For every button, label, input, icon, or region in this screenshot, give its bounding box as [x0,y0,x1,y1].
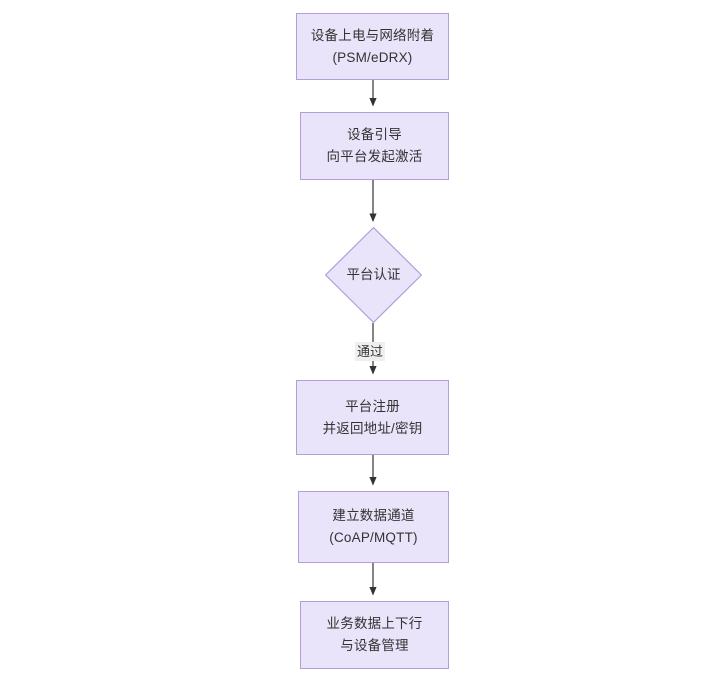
flow-node-platform-registration[interactable]: 平台注册 并返回地址/密钥 [296,380,449,455]
node-text-line: (CoAP/MQTT) [329,530,418,545]
node-text-line: 设备引导 [347,127,402,142]
node-text-line: 向平台发起激活 [326,149,423,164]
flow-node-device-bootstrap-activation[interactable]: 设备引导 向平台发起激活 [300,112,449,180]
node-text-line: 与设备管理 [340,638,409,653]
node-text-line: 建立数据通道 [332,508,415,523]
flow-node-business-data-and-device-management[interactable]: 业务数据上下行 与设备管理 [300,601,449,669]
diamond-shape [325,227,422,323]
flow-node-establish-data-channel[interactable]: 建立数据通道 (CoAP/MQTT) [298,491,449,563]
flow-node-power-on-network-attach[interactable]: 设备上电与网络附着 (PSM/eDRX) [296,13,449,80]
node-text-line: (PSM/eDRX) [332,49,413,65]
flow-node-platform-authentication[interactable]: 平台认证 [325,227,422,323]
node-text-line: 设备上电与网络附着 [310,27,435,43]
node-text-line: 并返回地址/密钥 [322,420,423,436]
node-text-line: 平台认证 [346,267,401,282]
edge-label-pass: 通过 [355,342,386,361]
node-text-line: 平台注册 [345,398,400,414]
node-text-line: 业务数据上下行 [326,616,423,631]
